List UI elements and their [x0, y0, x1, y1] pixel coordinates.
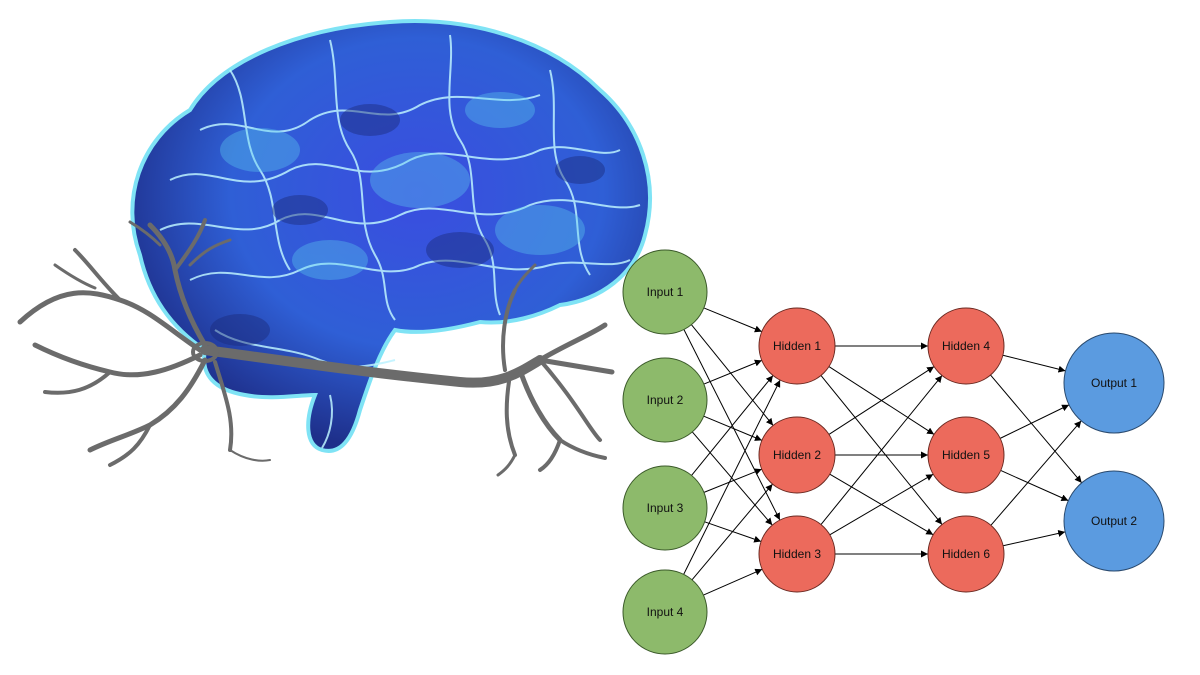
- node-input-3: Input 3: [622, 465, 708, 551]
- node-circle-hidden-3: [758, 515, 836, 593]
- node-circle-hidden-4: [927, 307, 1005, 385]
- node-hidden-3: Hidden 3: [758, 515, 836, 593]
- node-label-hidden-4: Hidden 4: [942, 339, 990, 353]
- node-output-1: Output 1: [1063, 332, 1165, 434]
- network-edges: [683, 307, 1083, 596]
- node-circle-hidden-5: [927, 416, 1005, 494]
- node-hidden-4: Hidden 4: [927, 307, 1005, 385]
- node-label-input-4: Input 4: [647, 605, 684, 619]
- node-input-2: Input 2: [622, 357, 708, 443]
- node-hidden-5: Hidden 5: [927, 416, 1005, 494]
- edge-hidden-4-to-output-2: [990, 374, 1083, 484]
- neuron-axon: [200, 345, 545, 388]
- node-circle-input-4: [622, 569, 708, 655]
- node-hidden-1: Hidden 1: [758, 307, 836, 385]
- edge-input-4-to-hidden-3: [703, 568, 763, 596]
- node-label-output-1: Output 1: [1091, 376, 1137, 390]
- node-label-input-3: Input 3: [647, 501, 684, 515]
- node-label-hidden-2: Hidden 2: [773, 448, 821, 462]
- brain-gyri: [159, 34, 641, 449]
- edge-hidden-2-to-hidden-4: [828, 366, 935, 435]
- brain-highlights: [220, 92, 585, 280]
- brain-dark-patches: [210, 104, 605, 346]
- edge-input-3-to-hidden-1: [691, 375, 774, 476]
- edge-input-1-to-hidden-2: [691, 324, 774, 426]
- node-input-1: Input 1: [622, 249, 708, 335]
- node-label-output-2: Output 2: [1091, 514, 1137, 528]
- edge-hidden-3-to-hidden-5: [829, 473, 934, 536]
- brain-illustration: [130, 19, 652, 453]
- node-label-hidden-5: Hidden 5: [942, 448, 990, 462]
- neuron-illustration: [17, 218, 615, 477]
- node-output-2: Output 2: [1063, 470, 1165, 572]
- edge-input-2-to-hidden-3: [691, 431, 773, 526]
- edge-hidden-6-to-output-1: [990, 420, 1082, 526]
- node-circle-output-1: [1063, 332, 1165, 434]
- edge-hidden-5-to-output-1: [999, 404, 1070, 439]
- edge-hidden-3-to-hidden-4: [820, 375, 943, 525]
- edge-hidden-5-to-output-2: [1000, 470, 1069, 502]
- edge-input-3-to-hidden-2: [703, 468, 762, 493]
- edge-hidden-6-to-output-2: [1002, 529, 1066, 547]
- node-hidden-2: Hidden 2: [758, 416, 836, 494]
- node-input-4: Input 4: [622, 569, 708, 655]
- node-circle-output-2: [1063, 470, 1165, 572]
- edge-input-2-to-hidden-2: [703, 415, 763, 441]
- node-label-input-2: Input 2: [647, 393, 684, 407]
- edge-input-4-to-hidden-2: [691, 483, 773, 581]
- node-label-hidden-1: Hidden 1: [773, 339, 821, 353]
- edge-input-1-to-hidden-3: [683, 329, 781, 521]
- node-circle-hidden-2: [758, 416, 836, 494]
- node-circle-input-2: [622, 357, 708, 443]
- node-label-hidden-6: Hidden 6: [942, 547, 990, 561]
- node-hidden-6: Hidden 6: [927, 515, 1005, 593]
- network-nodes: Input 1 Input 2 Input 3 Input 4 Hidden 1 Hidd…: [622, 249, 1165, 655]
- brain-shape: [130, 19, 652, 453]
- edge-input-2-to-hidden-1: [703, 359, 763, 385]
- edge-input-4-to-hidden-1: [683, 379, 781, 575]
- node-label-input-1: Input 1: [647, 285, 684, 299]
- node-circle-hidden-1: [758, 307, 836, 385]
- node-label-hidden-3: Hidden 3: [773, 547, 821, 561]
- edge-hidden-4-to-output-1: [1002, 354, 1066, 373]
- node-circle-input-1: [622, 249, 708, 335]
- edge-input-1-to-hidden-1: [703, 307, 763, 333]
- node-circle-hidden-6: [927, 515, 1005, 593]
- node-circle-input-3: [622, 465, 708, 551]
